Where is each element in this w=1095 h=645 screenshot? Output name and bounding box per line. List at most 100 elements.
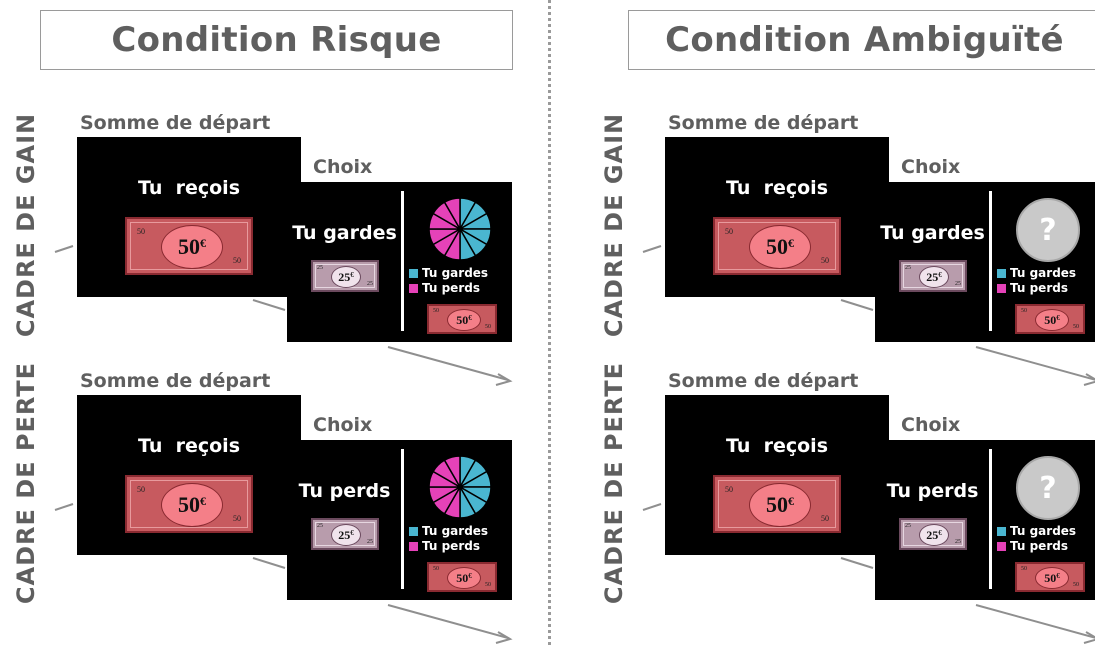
choice-divider — [401, 191, 404, 331]
start-amount-label: Somme de départ — [668, 370, 859, 392]
legend-lose-label: Tu perds — [422, 281, 480, 295]
bill-currency: € — [468, 572, 472, 580]
wheel-slice — [443, 197, 461, 232]
legend-swatch-lose — [409, 284, 418, 293]
bill-currency: € — [350, 271, 354, 279]
bill-corner: 25 — [955, 539, 961, 545]
bill-amount-value: 25 — [926, 527, 939, 542]
bill-corner: 50 — [821, 514, 829, 523]
bill-amount-value: 50 — [766, 492, 788, 517]
bill-corner: 25 — [905, 265, 911, 271]
legend-item-keep: Tu gardes — [409, 266, 488, 281]
bill-corner: 50 — [725, 485, 733, 494]
timeline-arrow-line — [54, 245, 74, 253]
bill-corner: 50 — [1021, 566, 1027, 572]
timeline-arrow-line — [840, 299, 874, 311]
choice-label: Choix — [313, 156, 373, 178]
bill-amount: 50€ — [447, 567, 481, 589]
panel-divider — [548, 0, 551, 645]
wheel-icon — [428, 455, 492, 519]
bill-currency: € — [350, 529, 354, 537]
bill-currency: € — [788, 493, 794, 508]
legend-swatch-keep — [409, 527, 418, 536]
bill-corner: 50 — [1073, 582, 1079, 588]
bill-amount-value: 25 — [338, 527, 351, 542]
bill-amount: 50€ — [161, 483, 223, 527]
timeline-arrow-line — [252, 299, 286, 311]
timeline-arrow-line — [975, 346, 1095, 381]
timeline-arrow-line — [840, 557, 874, 569]
bill-currency: € — [200, 235, 206, 250]
bill-corner: 50 — [1073, 324, 1079, 330]
bill-amount-value: 50 — [456, 570, 469, 585]
bill-amount: 50€ — [749, 225, 811, 269]
bill-amount-value: 50 — [1044, 312, 1057, 327]
start-screen-text: Tu reçois — [137, 177, 241, 199]
bill-currency: € — [1056, 572, 1060, 580]
legend-lose-label: Tu perds — [1010, 281, 1068, 295]
bill-corner: 50 — [137, 227, 145, 236]
bill-amount: 25€ — [331, 266, 361, 288]
start-amount-label: Somme de départ — [668, 112, 859, 134]
legend-keep-label: Tu gardes — [422, 524, 489, 538]
legend-swatch-keep — [409, 269, 418, 278]
start-amount-label: Somme de départ — [80, 370, 271, 392]
bill-corner: 25 — [317, 265, 323, 271]
question-mark-icon: ? — [1016, 198, 1080, 262]
choice-divider — [989, 449, 992, 589]
bill-amount-value: 50 — [766, 234, 788, 259]
legend-keep-label: Tu gardes — [1010, 524, 1077, 538]
bill-currency: € — [938, 271, 942, 279]
bill-corner: 25 — [905, 523, 911, 529]
bill-border — [130, 480, 248, 528]
start-screen-text: Tu reçois — [725, 435, 829, 457]
legend-swatch-lose — [409, 542, 418, 551]
bill-amount: 50€ — [447, 309, 481, 331]
bill-corner: 50 — [821, 256, 829, 265]
bill-amount-value: 50 — [178, 234, 200, 259]
bill-corner: 50 — [433, 308, 439, 314]
legend-keep-label: Tu gardes — [1010, 266, 1077, 280]
choice-screen-text: Tu perds — [886, 480, 979, 502]
bill-amount: 50€ — [1035, 567, 1069, 589]
bill-amount-value: 25 — [338, 269, 351, 284]
choice-screen-text: Tu gardes — [292, 222, 397, 244]
start-screen-text: Tu reçois — [725, 177, 829, 199]
bill-currency: € — [1056, 314, 1060, 322]
bill-amount: 25€ — [919, 524, 949, 546]
choice-divider — [989, 191, 992, 331]
bill-border — [718, 222, 836, 270]
bill-corner: 25 — [367, 539, 373, 545]
legend-item-keep: Tu gardes — [997, 266, 1076, 281]
choice-label: Choix — [901, 156, 961, 178]
bill-border — [718, 480, 836, 528]
timeline-arrow-line — [387, 346, 509, 381]
legend-swatch-lose — [997, 284, 1006, 293]
bill-amount-value: 50 — [456, 312, 469, 327]
bill-amount: 25€ — [919, 266, 949, 288]
bill-corner: 25 — [367, 281, 373, 287]
timeline-arrow-line — [387, 604, 509, 639]
bill-corner: 50 — [485, 582, 491, 588]
bill-corner: 50 — [233, 514, 241, 523]
arrowhead-icon — [1083, 373, 1095, 386]
legend-item-lose: Tu perds — [997, 539, 1076, 554]
bill-corner: 50 — [485, 324, 491, 330]
choice-label: Choix — [313, 414, 373, 436]
start-amount-label: Somme de départ — [80, 112, 271, 134]
